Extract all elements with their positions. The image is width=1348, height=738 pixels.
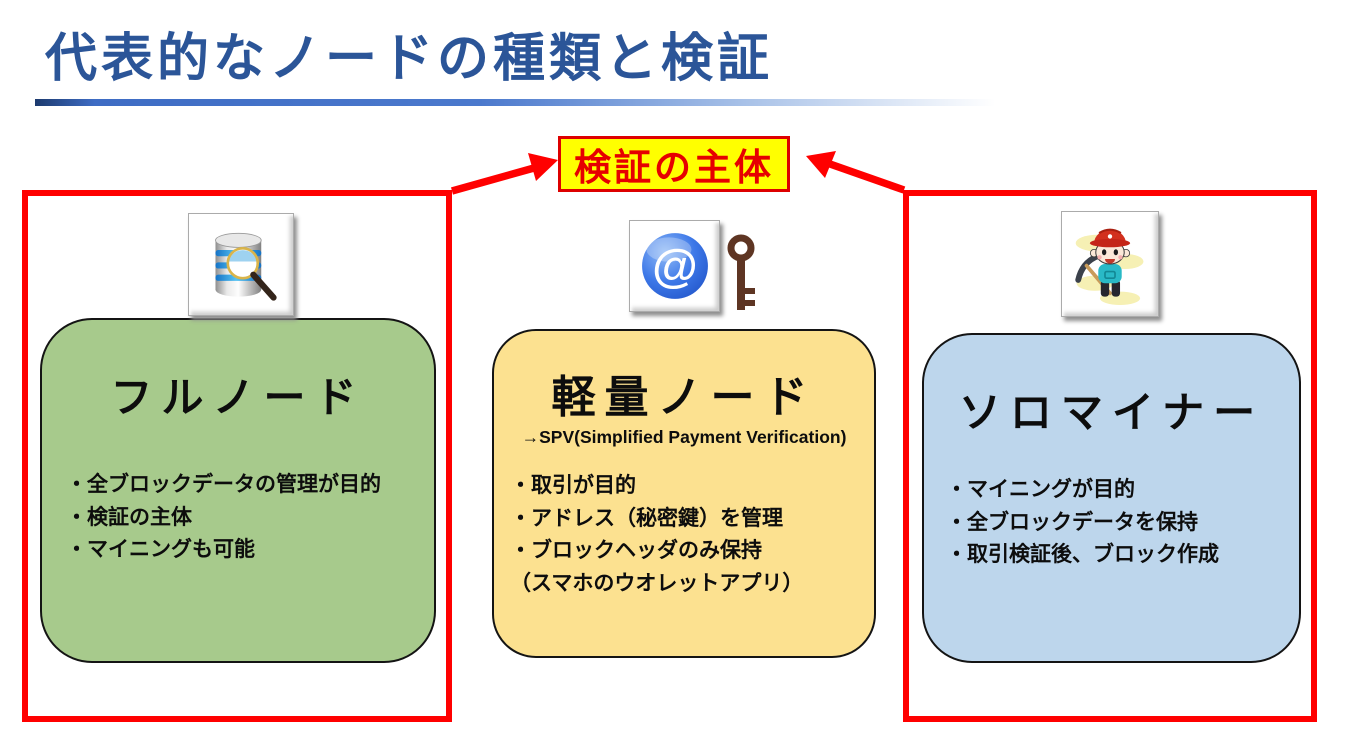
page-title: 代表的なノードの種類と検証: [45, 30, 774, 88]
bullet: ・マイニングも可能: [66, 538, 255, 562]
bullet: ・全ブロックデータを保持: [946, 510, 1198, 534]
full-node-bullets: ・全ブロックデータの管理が目的 ・検証の主体 ・マイニングも可能: [42, 469, 434, 567]
light-node-bullets: ・取引が目的 ・アドレス（秘密鍵）を管理 ・ブロックヘッダのみ保持 （スマホのウ…: [494, 470, 874, 600]
solo-miner-card: ソロマイナー ・マイニングが目的 ・全ブロックデータを保持 ・取引検証後、ブロッ…: [922, 333, 1301, 663]
bullet: ・取引検証後、ブロック作成: [946, 543, 1219, 567]
bullet: ・検証の主体: [66, 505, 192, 529]
bullet: ・取引が目的: [510, 474, 636, 497]
left-arrow: [450, 153, 558, 195]
miner-icon: [1061, 211, 1159, 317]
svg-text:@: @: [652, 240, 698, 292]
bullet: ・マイニングが目的: [946, 478, 1135, 501]
key-icon: [720, 234, 764, 312]
verifier-frame-solo-miner: [903, 190, 1317, 722]
full-node-title: フルノード: [110, 374, 366, 421]
right-arrow: [806, 151, 906, 194]
solo-miner-bullets: ・マイニングが目的 ・全ブロックデータを保持 ・取引検証後、ブロック作成: [924, 474, 1299, 572]
bullet: ・アドレス（秘密鍵）を管理: [510, 506, 783, 530]
light-node-subtitle: →SPV(Simplified Payment Verification): [521, 427, 847, 447]
at-mark-icon: @: [629, 220, 720, 312]
database-search-icon: [188, 213, 294, 316]
title-underline: [35, 99, 1025, 106]
bullet: （スマホのウオレットアプリ）: [510, 571, 804, 595]
bullet: ・ブロックヘッダのみ保持: [510, 539, 762, 563]
bullet: ・全ブロックデータの管理が目的: [66, 473, 381, 496]
full-node-card: フルノード ・全ブロックデータの管理が目的 ・検証の主体 ・マイニングも可能: [40, 318, 436, 663]
solo-miner-title: ソロマイナー: [958, 389, 1265, 436]
verifier-frame-full-node: [22, 190, 452, 722]
light-node-title: 軽量ノード: [551, 373, 817, 422]
light-node-card: 軽量ノード →SPV(Simplified Payment Verificati…: [492, 329, 876, 658]
verification-badge: 検証の主体: [558, 136, 790, 192]
